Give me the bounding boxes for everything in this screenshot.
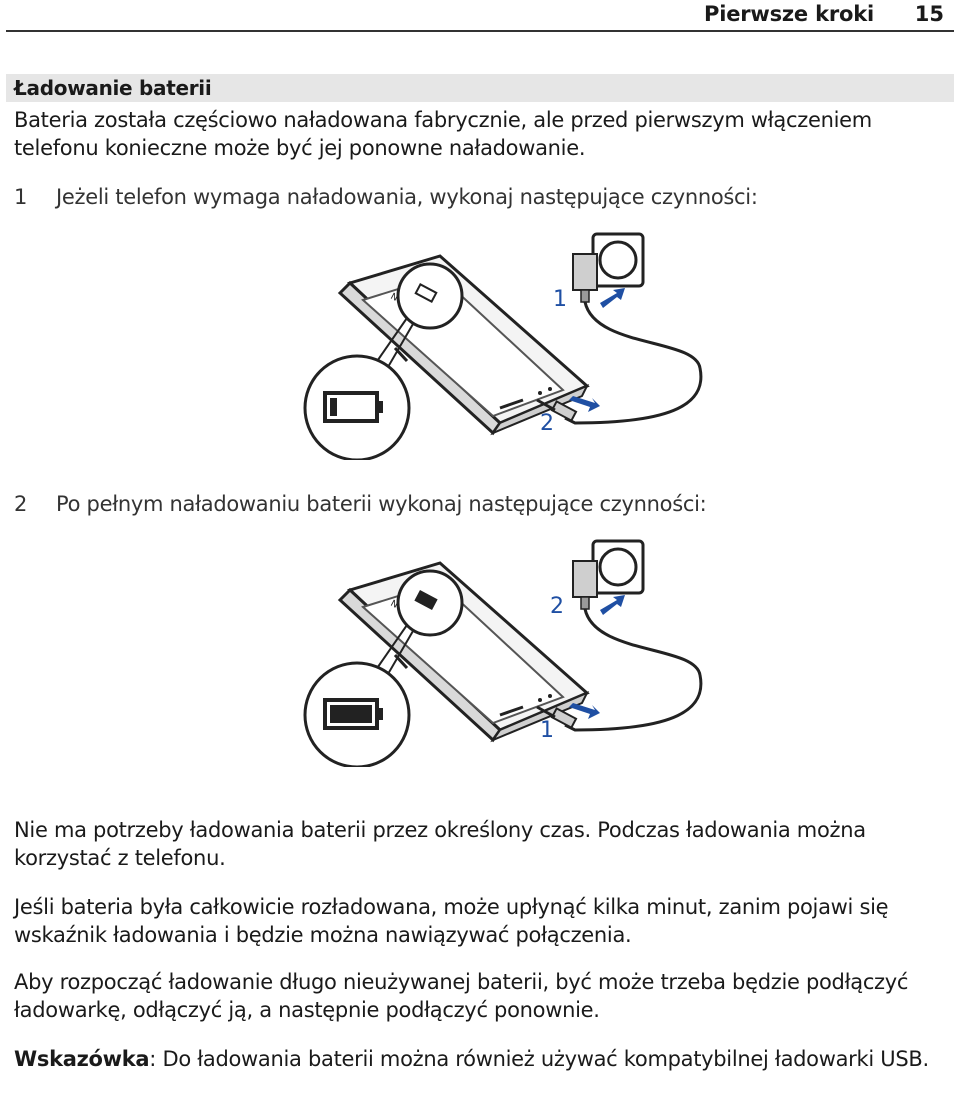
step-2-text: Po pełnym naładowaniu baterii wykonaj na…	[56, 492, 707, 516]
callout-number-bottom: 1	[540, 718, 554, 743]
charger-plug	[572, 253, 598, 303]
tip-label: Wskazówka	[14, 1047, 150, 1071]
battery-zoom-circle	[303, 354, 411, 460]
battery-low-icon	[323, 391, 383, 423]
unplug-arrow-bottom	[569, 703, 600, 719]
paragraph-1: Nie ma potrzeby ładowania baterii przez …	[14, 818, 866, 870]
callout-number-bottom: 2	[540, 411, 554, 436]
step-1-number: 1	[14, 185, 28, 209]
step-2-number: 2	[14, 492, 28, 516]
unplug-arrow-top	[600, 595, 625, 615]
callout-number-top: 2	[550, 594, 564, 619]
step-2: 2 Po pełnym naładowaniu baterii wykonaj n…	[14, 490, 944, 518]
connector-plug	[536, 398, 578, 422]
page-number: 15	[914, 2, 944, 26]
paragraph-3: Aby rozpocząć ładowanie długo nieużywane…	[14, 970, 909, 1022]
plug-in-arrow-top	[600, 288, 625, 308]
wall-socket	[591, 539, 645, 595]
step-1: 1 Jeżeli telefon wymaga naładowania, wyko…	[14, 183, 944, 211]
battery-full-icon	[323, 698, 383, 730]
charger-plug	[572, 560, 598, 610]
plug-in-arrow-bottom	[569, 396, 600, 412]
zoom-lens	[396, 262, 464, 330]
paragraph-2: Jeśli bateria była całkowicie rozładowan…	[14, 895, 889, 947]
charger-cable	[564, 301, 703, 425]
connector-plug	[536, 705, 578, 729]
tip-text: : Do ładowania baterii można również uży…	[149, 1047, 929, 1071]
page-header: Pierwsze kroki 15	[6, 0, 954, 32]
wall-socket	[591, 232, 645, 288]
charger-cable	[564, 608, 703, 732]
intro-paragraph: Bateria została częściowo naładowana fab…	[14, 108, 872, 160]
tip-paragraph: Wskazówka: Do ładowania baterii można ró…	[14, 1045, 944, 1073]
charging-illustration-2: NOKIA 2 1	[303, 539, 703, 767]
step-1-text: Jeżeli telefon wymaga naładowania, wykon…	[56, 185, 758, 209]
page-header-title: Pierwsze kroki	[704, 2, 874, 26]
callout-number-top: 1	[553, 287, 567, 312]
charging-illustration-1: NOKIA 1 2	[303, 232, 703, 460]
section-title: Ładowanie baterii	[14, 76, 212, 100]
section-heading-bar: Ładowanie baterii	[6, 74, 954, 102]
